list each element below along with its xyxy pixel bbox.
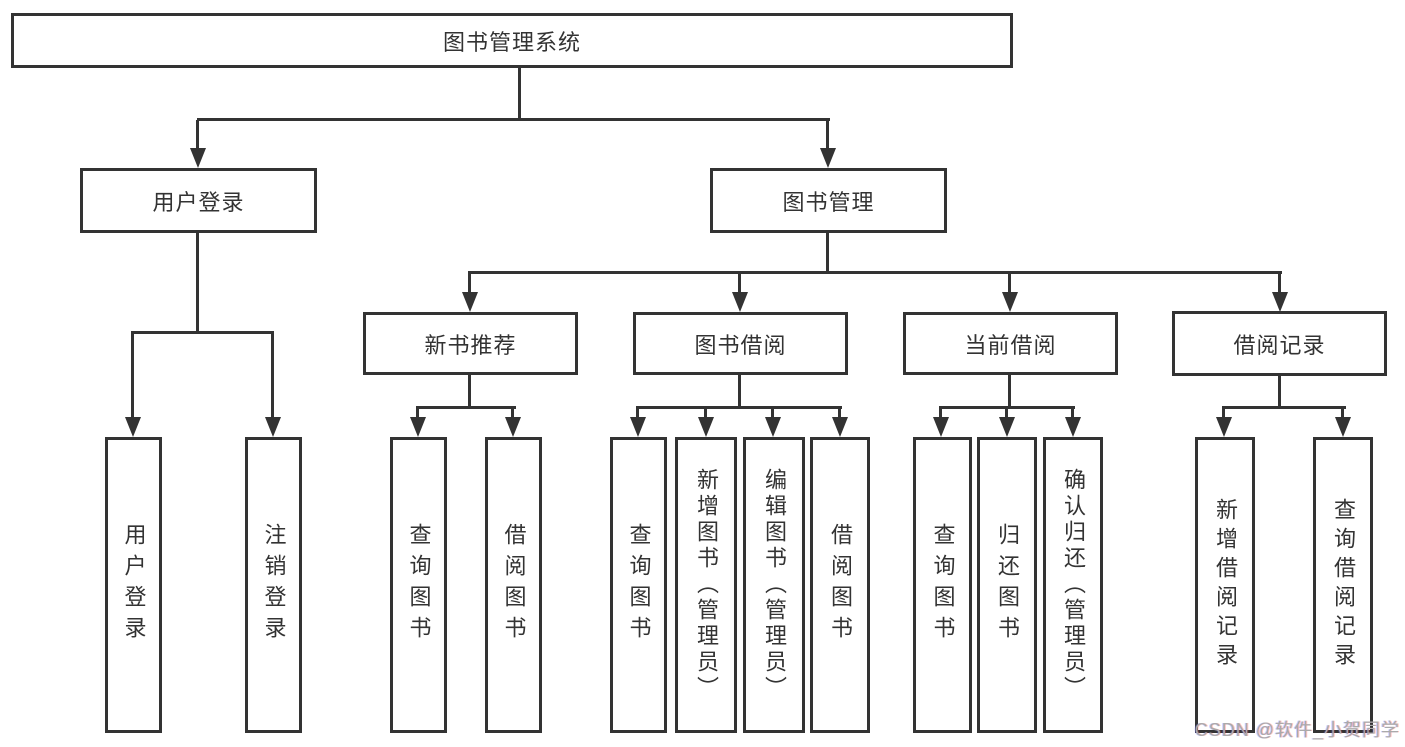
- arrow-down-icon: [1065, 417, 1081, 437]
- leaf-add-books-admin: 新增图书（管理员）: [675, 437, 737, 733]
- leaf-borrow-books-recommend-label: 借阅图书: [501, 523, 527, 647]
- leaf-query-books-recommend: 查询图书: [390, 437, 447, 733]
- leaf-query-books-borrow-label: 查询图书: [626, 523, 652, 647]
- connector-line: [738, 273, 741, 295]
- arrow-down-icon: [630, 417, 646, 437]
- connector-line: [826, 120, 829, 152]
- leaf-logout-label: 注销登录: [261, 523, 287, 647]
- leaf-return-books: 归还图书: [977, 437, 1037, 733]
- leaf-return-books-label: 归还图书: [995, 523, 1020, 647]
- connector-line: [131, 331, 274, 334]
- leaf-add-borrow-record-label: 新增借阅记录: [1213, 498, 1238, 672]
- arrow-down-icon: [1002, 292, 1018, 312]
- connector-line: [197, 118, 830, 121]
- connector-line: [196, 233, 199, 334]
- connector-line: [771, 406, 774, 420]
- leaf-logout: 注销登录: [245, 437, 302, 733]
- node-new-book-recommendation: 新书推荐: [363, 312, 578, 375]
- leaf-borrow-books-recommend: 借阅图书: [485, 437, 542, 733]
- node-current-borrowing: 当前借阅: [903, 312, 1118, 375]
- leaf-borrow-books-borrow: 借阅图书: [810, 437, 870, 733]
- connector-line: [468, 375, 471, 409]
- leaf-edit-books-admin-label: 编辑图书（管理员）: [762, 468, 787, 702]
- leaf-confirm-return-admin: 确认归还（管理员）: [1043, 437, 1103, 733]
- arrow-down-icon: [933, 417, 949, 437]
- arrow-down-icon: [1335, 417, 1351, 437]
- leaf-query-borrow-record: 查询借阅记录: [1313, 437, 1373, 733]
- connector-line: [1008, 375, 1011, 409]
- node-book-management: 图书管理: [710, 168, 947, 233]
- connector-line: [468, 273, 471, 295]
- arrow-down-icon: [505, 417, 521, 437]
- node-user-login: 用户登录: [80, 168, 317, 233]
- leaf-add-books-admin-label: 新增图书（管理员）: [694, 468, 719, 702]
- connector-line: [1278, 375, 1281, 409]
- connector-line: [838, 406, 841, 420]
- connector-line: [518, 68, 521, 120]
- connector-line: [416, 406, 419, 420]
- leaf-query-books-current: 查询图书: [913, 437, 972, 733]
- node-book-management-label: 图书管理: [782, 189, 875, 215]
- arrow-down-icon: [462, 292, 478, 312]
- connector-line: [1222, 406, 1346, 409]
- arrow-down-icon: [410, 417, 426, 437]
- connector-line: [636, 406, 639, 420]
- watermark: CSDN @软件_小贺同学: [1194, 720, 1400, 740]
- node-new-book-recommendation-label: 新书推荐: [424, 332, 517, 358]
- connector-line: [738, 375, 741, 409]
- connector-line: [939, 406, 942, 420]
- arrow-down-icon: [265, 417, 281, 437]
- connector-line: [271, 331, 274, 421]
- arrow-down-icon: [820, 148, 836, 168]
- connector-line: [196, 120, 199, 152]
- arrow-down-icon: [1272, 292, 1288, 312]
- arrow-down-icon: [732, 292, 748, 312]
- node-borrowing-records: 借阅记录: [1172, 311, 1387, 376]
- connector-line: [1005, 406, 1008, 420]
- node-root: 图书管理系统: [11, 13, 1013, 68]
- connector-line: [636, 406, 842, 409]
- leaf-confirm-return-admin-label: 确认归还（管理员）: [1061, 468, 1086, 702]
- arrow-down-icon: [1216, 417, 1232, 437]
- leaf-user-login-label: 用户登录: [121, 523, 147, 647]
- connector-line: [704, 406, 707, 420]
- connector-line: [1008, 273, 1011, 295]
- node-user-login-label: 用户登录: [152, 189, 245, 215]
- connector-line: [511, 406, 514, 420]
- arrow-down-icon: [999, 417, 1015, 437]
- node-book-borrowing-label: 图书借阅: [694, 332, 787, 358]
- connector-line: [826, 233, 829, 274]
- leaf-user-login: 用户登录: [105, 437, 162, 733]
- arrow-down-icon: [832, 417, 848, 437]
- node-current-borrowing-label: 当前借阅: [964, 332, 1057, 358]
- node-root-label: 图书管理系统: [442, 29, 581, 55]
- arrow-down-icon: [698, 417, 714, 437]
- leaf-query-borrow-record-label: 查询借阅记录: [1331, 498, 1356, 672]
- leaf-query-books-recommend-label: 查询图书: [406, 523, 432, 647]
- node-borrowing-records-label: 借阅记录: [1233, 332, 1326, 358]
- leaf-edit-books-admin: 编辑图书（管理员）: [743, 437, 805, 733]
- leaf-query-books-borrow: 查询图书: [610, 437, 667, 733]
- arrow-down-icon: [190, 148, 206, 168]
- leaf-add-borrow-record: 新增借阅记录: [1195, 437, 1255, 733]
- connector-line: [131, 331, 134, 421]
- connector-line: [1341, 406, 1344, 420]
- leaf-query-books-current-label: 查询图书: [930, 523, 956, 647]
- arrow-down-icon: [125, 417, 141, 437]
- connector-line: [1222, 406, 1225, 420]
- connector-line: [1071, 406, 1074, 420]
- connector-line: [1278, 273, 1281, 295]
- leaf-borrow-books-borrow-label: 借阅图书: [828, 523, 853, 647]
- connector-line: [416, 406, 516, 409]
- node-book-borrowing: 图书借阅: [633, 312, 848, 375]
- connector-line: [468, 271, 1282, 274]
- arrow-down-icon: [765, 417, 781, 437]
